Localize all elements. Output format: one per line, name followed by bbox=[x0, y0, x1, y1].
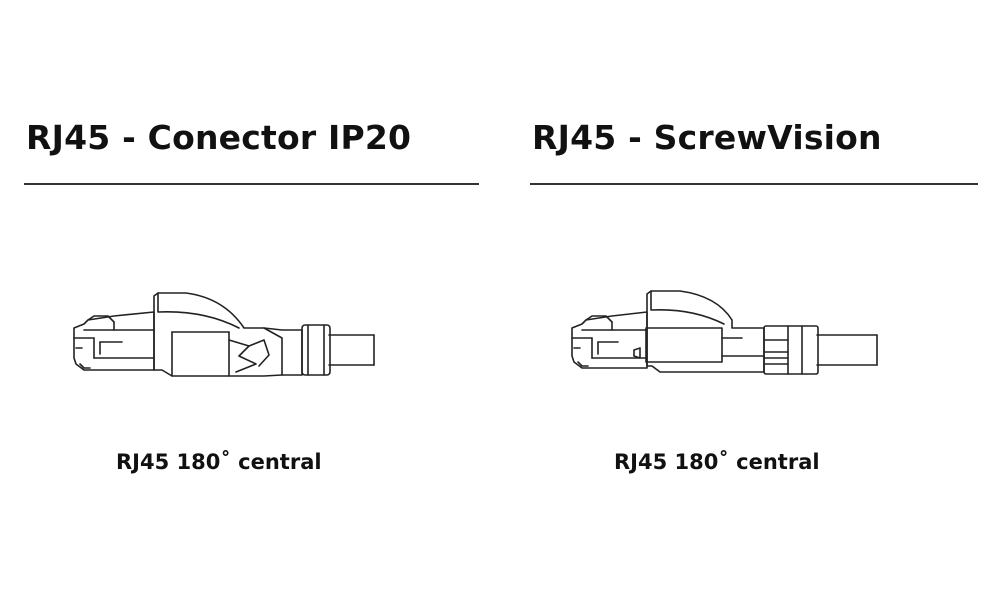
panel-conector-ip20: RJ45 - Conector IP20 bbox=[24, 0, 484, 600]
panel-title: RJ45 - Conector IP20 bbox=[26, 118, 412, 157]
cable bbox=[328, 334, 375, 366]
panel-title: RJ45 - ScrewVision bbox=[532, 118, 882, 157]
connector-housing bbox=[633, 290, 765, 373]
cable bbox=[816, 334, 878, 366]
rj45-ip20-connector-drawing bbox=[73, 292, 375, 377]
caption: RJ45 180˚ central bbox=[116, 450, 322, 474]
plug-body bbox=[73, 311, 155, 371]
caption: RJ45 180˚ central bbox=[614, 450, 820, 474]
connector-boot bbox=[153, 292, 303, 377]
rj45-screwvision-connector-drawing bbox=[571, 290, 878, 375]
strain-relief-collar bbox=[301, 324, 331, 376]
panel-screwvision: RJ45 - ScrewVision bbox=[530, 0, 990, 600]
title-divider bbox=[24, 183, 479, 185]
title-divider bbox=[530, 183, 978, 185]
plug-body bbox=[571, 311, 648, 369]
screw-clamp-nut bbox=[763, 325, 819, 375]
